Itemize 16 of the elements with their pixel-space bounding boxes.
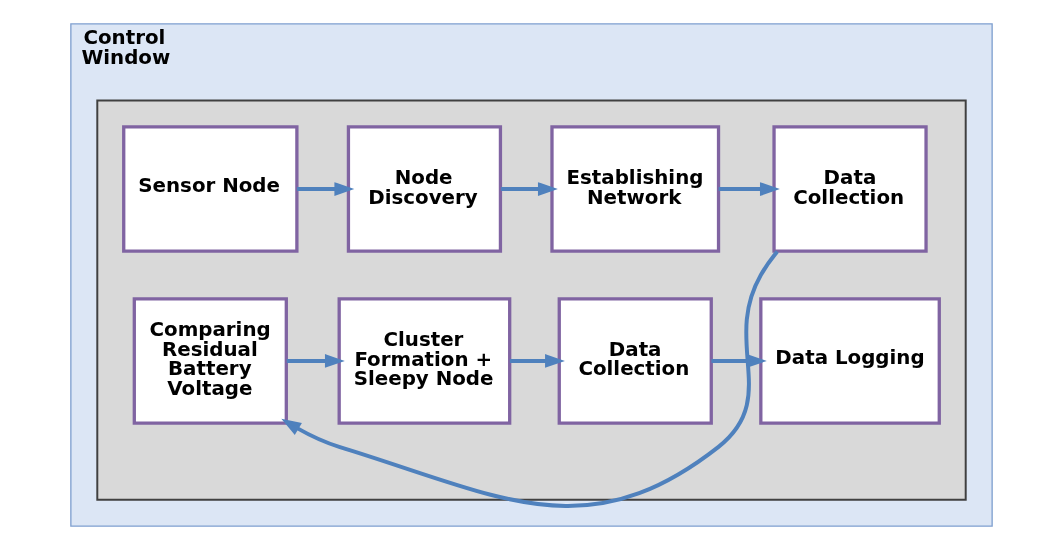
arrow (710, 353, 767, 368)
arrow (509, 353, 565, 368)
arrow (296, 182, 354, 197)
node-box: Sensor Node (121, 125, 299, 253)
node-box: Data Collection (771, 125, 928, 253)
cluster (95, 99, 967, 501)
arrow (280, 250, 779, 508)
node-box: Establishing Network (549, 125, 720, 253)
arrow (286, 353, 345, 368)
node-box: Cluster Formation + Sleepy Node (337, 297, 511, 425)
arrow (718, 182, 780, 197)
node-box: Node Discovery (346, 125, 502, 253)
node-box: Data Collection (557, 297, 713, 425)
arrow (500, 182, 558, 197)
node-box: Data Logging (758, 297, 941, 425)
node-box: Comparing Residual Battery Voltage (132, 297, 288, 425)
